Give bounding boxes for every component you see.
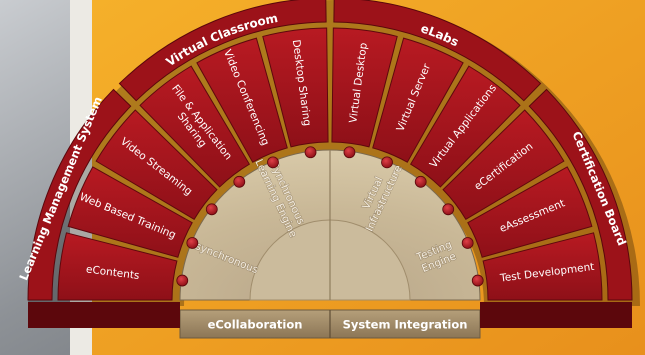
- base-label-left: eCollaboration: [208, 318, 303, 332]
- category-band-top-right: [333, 0, 542, 102]
- segment-7: [331, 27, 398, 148]
- segment-9: [409, 65, 521, 188]
- connector-knob: [442, 203, 455, 216]
- connector-knob: [343, 146, 356, 159]
- segment-4: [139, 65, 251, 188]
- category-band-right: [528, 88, 633, 301]
- connector-knob: [304, 146, 317, 159]
- connector-knob: [176, 274, 189, 287]
- connector-knob: [461, 237, 474, 249]
- connector-knob: [381, 156, 393, 169]
- segment-10: [442, 109, 565, 221]
- segment-8: [372, 37, 464, 163]
- connector-knob: [186, 237, 199, 249]
- connector-knob: [233, 175, 246, 188]
- segment-2: [67, 166, 193, 258]
- base-shelf-right: [480, 302, 632, 328]
- connector-knob: [205, 203, 218, 216]
- category-band-left: [27, 88, 132, 301]
- segment-3: [95, 109, 218, 221]
- connector-knob: [471, 274, 484, 287]
- segment-6: [262, 27, 329, 148]
- base-shelf-left: [28, 302, 180, 328]
- segment-11: [467, 166, 593, 258]
- category-band-top-left: [118, 0, 327, 102]
- segment-5: [196, 37, 288, 163]
- connector-knob: [414, 175, 427, 188]
- base-label-right: System Integration: [343, 318, 468, 332]
- segment-1: [57, 232, 178, 301]
- segment-12: [482, 232, 603, 301]
- connector-knob: [267, 156, 279, 169]
